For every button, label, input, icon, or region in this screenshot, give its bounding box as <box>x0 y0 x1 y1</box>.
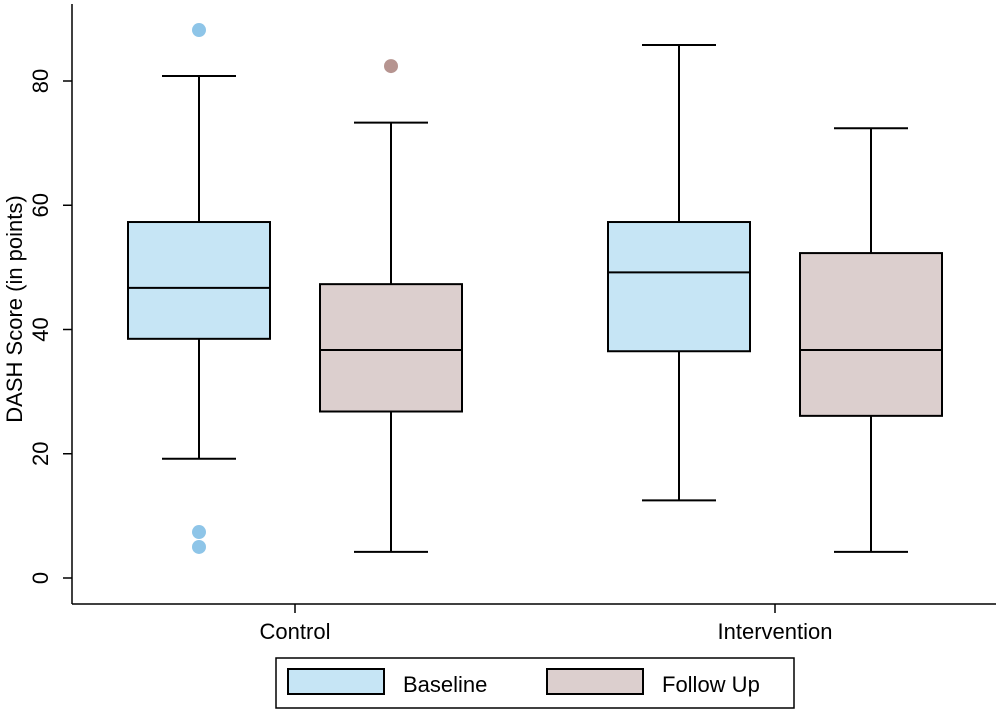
box-follow-up-intervention <box>799 127 943 553</box>
boxes <box>127 23 943 554</box>
y-tick-label: 60 <box>28 193 53 217</box>
box-follow-up-control <box>319 59 463 553</box>
outlier-point <box>192 23 206 38</box>
y-tick-label: 40 <box>28 317 53 341</box>
outlier-point <box>192 539 206 554</box>
x-tick-label: Control <box>260 619 331 644</box>
iqr-box <box>799 252 943 417</box>
legend-label-follow-up: Follow Up <box>662 672 760 697</box>
legend-label-baseline: Baseline <box>403 672 487 697</box>
legend-swatch-baseline <box>287 668 385 695</box>
x-tick-label: Intervention <box>718 619 833 644</box>
box-baseline-intervention <box>607 43 751 502</box>
iqr-box <box>607 221 751 353</box>
iqr-box <box>319 283 463 413</box>
outlier-point <box>384 59 398 74</box>
y-tick-label: 80 <box>28 69 53 93</box>
y-tick-label: 20 <box>28 442 53 466</box>
legend-swatch-follow-up <box>546 668 644 695</box>
legend: Baseline Follow Up <box>275 657 795 709</box>
y-tick-label: 0 <box>28 572 53 584</box>
outlier-point <box>192 525 206 540</box>
box-baseline-control <box>127 23 271 554</box>
y-axis-title: DASH Score (in points) <box>2 195 27 422</box>
iqr-box <box>127 221 271 340</box>
